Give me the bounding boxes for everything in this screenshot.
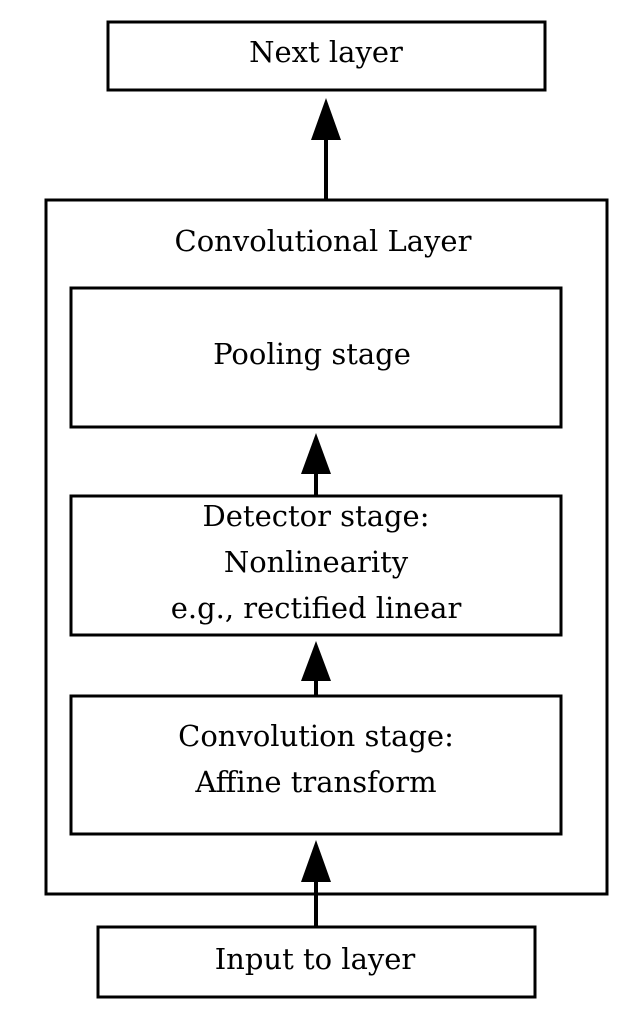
detector-stage-line1: Detector stage: bbox=[203, 499, 430, 533]
arrow-input-to-convolution bbox=[301, 840, 331, 927]
convolutional-layer-title: Convolutional Layer bbox=[175, 224, 472, 258]
convolution-stage-line2: Affine transform bbox=[194, 765, 436, 799]
input-node: Input to layer bbox=[96, 925, 537, 999]
convolution-stage-line1: Convolution stage: bbox=[178, 719, 454, 753]
input-label: Input to layer bbox=[215, 942, 416, 976]
next-layer-label: Next layer bbox=[249, 35, 403, 69]
next-layer-node: Next layer bbox=[106, 20, 547, 92]
pooling-stage-node: Pooling stage bbox=[69, 286, 563, 429]
arrow-conv-to-next bbox=[311, 98, 341, 200]
arrow-convolution-to-detector bbox=[301, 641, 331, 696]
detector-stage-line2: Nonlinearity bbox=[224, 545, 409, 579]
convolution-stage-node: Convolution stage: Affine transform bbox=[69, 694, 563, 836]
detector-stage-node: Detector stage: Nonlinearity e.g., recti… bbox=[69, 494, 563, 637]
pooling-stage-label: Pooling stage bbox=[213, 337, 411, 371]
arrow-detector-to-pooling bbox=[301, 433, 331, 496]
detector-stage-line3: e.g., rectified linear bbox=[171, 591, 462, 625]
